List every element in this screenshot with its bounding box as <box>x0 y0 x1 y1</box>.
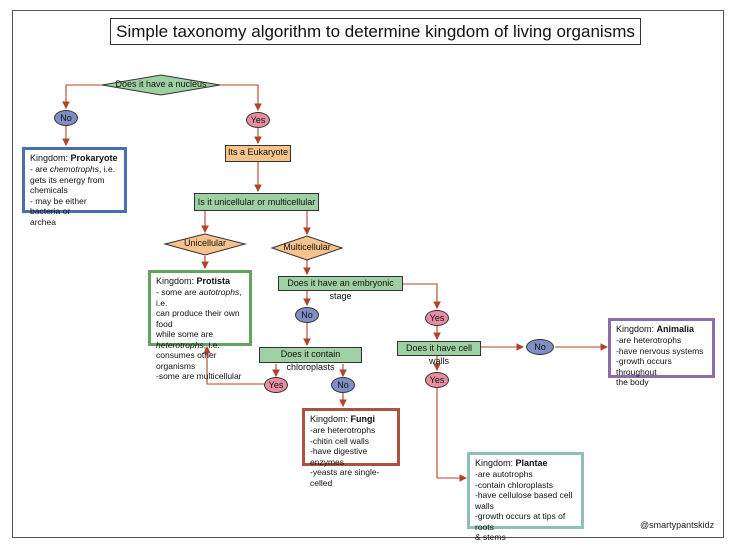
kingdom-protista-card: Kingdom: Protista - some are autotrophs,… <box>148 270 252 381</box>
kingdom-name-animalia: Animalia <box>656 324 695 334</box>
connector-chloroplast-yes-protista <box>203 345 264 385</box>
oval-yes-embryonic: Yes <box>425 310 449 326</box>
kingdom-plantae-card: Kingdom: Plantae -are autotrophs -contai… <box>467 452 584 542</box>
connector-nucleus-yes <box>220 84 262 112</box>
diamond-nucleus <box>101 74 221 96</box>
oval-no-chloroplasts: No <box>331 377 355 393</box>
box-cellwalls-question: Does it have cell walls <box>397 341 481 366</box>
label-multicellular: Multicellular <box>283 242 331 252</box>
kingdom-name-plantae: Plantae <box>515 458 548 468</box>
kingdom-prokaryote-card: Kingdom: Prokaryote - are chemotrophs, i… <box>22 147 127 227</box>
watermark: @smartypantskidz <box>640 520 715 530</box>
connector-nucleus-no <box>62 84 103 110</box>
connector-walls-yes-plantae <box>436 388 468 482</box>
box-chloroplasts-question: Does it contain chloroplasts <box>259 347 362 372</box>
oval-yes-cellwalls: Yes <box>425 372 449 388</box>
kingdom-name-protista: Protista <box>196 276 231 286</box>
oval-no-nucleus: No <box>54 110 78 126</box>
kingdom-fungi-card: Kingdom: Fungi -are heterotrophs -chitin… <box>302 408 400 488</box>
diamond-unicellular <box>163 233 247 256</box>
connector-embryonic-yes <box>403 283 441 310</box>
oval-yes-chloroplasts: Yes <box>264 377 288 393</box>
question-nucleus: Does it have a nucleus <box>115 79 207 89</box>
kingdom-name-fungi: Fungi <box>350 414 376 424</box>
diamond-multicellular <box>270 235 344 261</box>
diagram-frame <box>12 10 724 538</box>
label-unicellular: Unicellular <box>183 238 227 248</box>
oval-no-cellwalls: No <box>526 339 554 355</box>
box-cells-question: Is it unicellular or multicellular <box>194 193 319 211</box>
diagram-title: Simple taxonomy algorithm to determine k… <box>110 18 641 45</box>
box-embryonic-question: Does it have an embryonic stage <box>278 276 403 301</box>
oval-no-embryonic: No <box>295 307 319 323</box>
kingdom-name-prokaryote: Prokaryote <box>70 153 118 163</box>
kingdom-animalia-card: Kingdom: Animalia -are heterotrophs -hav… <box>608 318 715 387</box>
oval-yes-nucleus: Yes <box>246 112 270 128</box>
box-eukaryote: Its a Eukaryote <box>225 145 291 162</box>
